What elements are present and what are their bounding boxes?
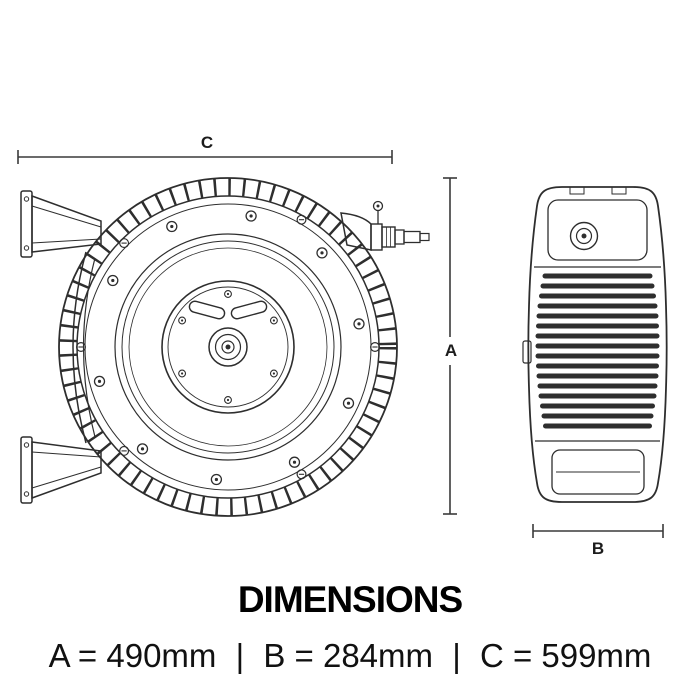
dimension-c: C — [17, 133, 393, 164]
reel-rib-band — [59, 178, 397, 516]
dimension-a-text: A = 490mm — [48, 637, 217, 674]
front-view — [20, 177, 430, 517]
dimension-values-line: A = 490mm | B = 284mm | C = 599mm — [0, 637, 700, 675]
mounting-arm-outer — [72, 251, 87, 444]
side-latch — [522, 340, 532, 364]
top-cap-panel — [547, 199, 648, 261]
hose-outlet-fitting — [340, 200, 430, 251]
fitting-nut — [381, 226, 396, 248]
center-hub — [208, 327, 248, 367]
dimension-b-text: B = 284mm — [263, 637, 434, 674]
dimensions-title: DIMENSIONS — [237, 579, 463, 620]
reel-ring — [121, 240, 335, 454]
bracket-hole — [23, 442, 30, 448]
bracket-hole — [23, 196, 30, 202]
top-mounting-bracket — [20, 190, 102, 258]
bracket-hole — [23, 245, 30, 251]
separator: | — [452, 637, 461, 674]
handle-cutouts — [188, 300, 268, 320]
reel-outer-edge — [58, 177, 398, 517]
bottom-cap-panel — [551, 449, 645, 495]
dim-label-b: B — [592, 539, 604, 558]
dim-label-c: C — [201, 133, 213, 152]
reel-ring — [128, 247, 328, 447]
bracket-hole — [23, 491, 30, 497]
louver-ribs — [535, 273, 660, 429]
separator: | — [235, 637, 245, 674]
inner-disc-ring — [167, 286, 289, 408]
bottom-mounting-bracket — [20, 436, 102, 504]
swivel-inlet — [569, 221, 599, 251]
reel-ring — [114, 233, 342, 461]
dim-label-a: A — [445, 341, 457, 360]
side-outline — [527, 186, 668, 503]
dimension-a: A — [443, 177, 457, 515]
inner-disc — [161, 280, 295, 414]
fitting-pin — [372, 200, 384, 212]
top-tab — [569, 186, 585, 195]
hose-reel-technical-drawing: C A B — [17, 133, 668, 558]
dimension-c-text: C = 599mm — [479, 637, 652, 674]
caption-block: DIMENSIONS A = 490mm | B = 284mm | C = 5… — [0, 579, 700, 675]
fitting-nipple — [403, 230, 421, 244]
top-tab — [611, 186, 627, 195]
dimension-b: B — [532, 524, 664, 558]
side-view — [522, 186, 668, 503]
